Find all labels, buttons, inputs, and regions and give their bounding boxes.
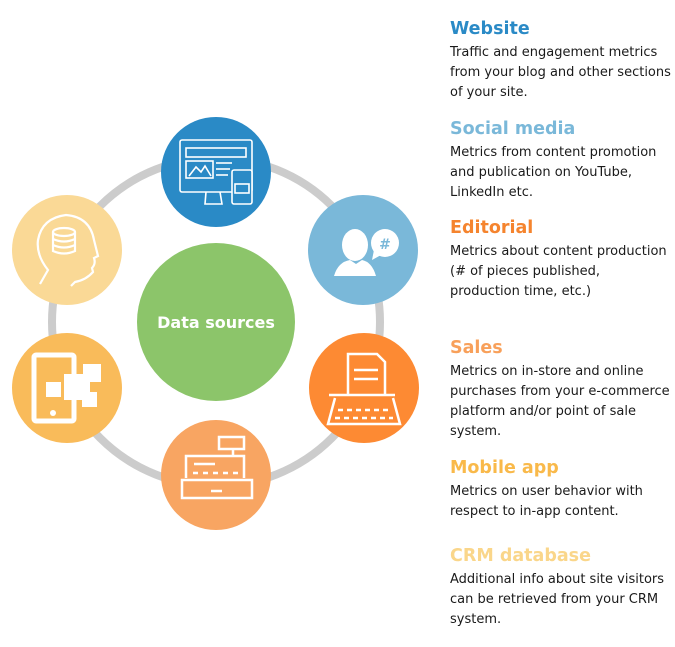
center-label: Data sources — [157, 313, 275, 332]
data-sources-diagram: Data sources # — [12, 117, 419, 530]
social-media-node: # — [308, 195, 418, 305]
mobile-app-icon — [31, 352, 101, 424]
crm-database-description: CRM database Additional info about site … — [450, 545, 672, 630]
editorial-circle — [309, 333, 419, 443]
social-media-description: Social media Metrics from content promot… — [450, 118, 672, 203]
website-description: Website Traffic and engagement metrics f… — [450, 18, 672, 103]
sales-title: Sales — [450, 338, 503, 358]
user-hashtag-icon: # — [334, 229, 399, 276]
social-media-title: Social media — [450, 119, 576, 139]
sales-description: Sales Metrics on in-store and online pur… — [450, 337, 672, 442]
social-media-text: Metrics from content promotion and publi… — [450, 145, 657, 200]
crm-database-circle — [12, 195, 122, 305]
svg-text:#: # — [379, 237, 391, 253]
editorial-title: Editorial — [450, 218, 534, 238]
sales-circle — [161, 420, 271, 530]
editorial-node — [309, 333, 419, 443]
crm-database-title: CRM database — [450, 546, 591, 566]
editorial-text: Metrics about content production (# of p… — [450, 244, 667, 299]
website-node — [161, 117, 271, 227]
mobile-app-description: Mobile app Metrics on user behavior with… — [450, 457, 672, 522]
website-devices-icon — [179, 139, 253, 205]
crm-database-node — [12, 195, 122, 305]
typewriter-icon — [326, 352, 402, 426]
sales-node — [161, 420, 271, 530]
website-text: Traffic and engagement metrics from your… — [450, 45, 671, 100]
mobile-app-text: Metrics on user behavior with respect to… — [450, 484, 643, 519]
mobile-app-node — [12, 333, 122, 443]
crm-database-text: Additional info about site visitors can … — [450, 572, 665, 627]
center-circle — [137, 243, 295, 401]
editorial-description: Editorial Metrics about content producti… — [450, 217, 672, 302]
website-circle — [161, 117, 271, 227]
mobile-app-title: Mobile app — [450, 458, 559, 478]
cash-register-icon — [180, 435, 254, 500]
website-title: Website — [450, 19, 530, 39]
sales-text: Metrics on in-store and online purchases… — [450, 364, 670, 439]
head-database-icon — [36, 213, 100, 287]
